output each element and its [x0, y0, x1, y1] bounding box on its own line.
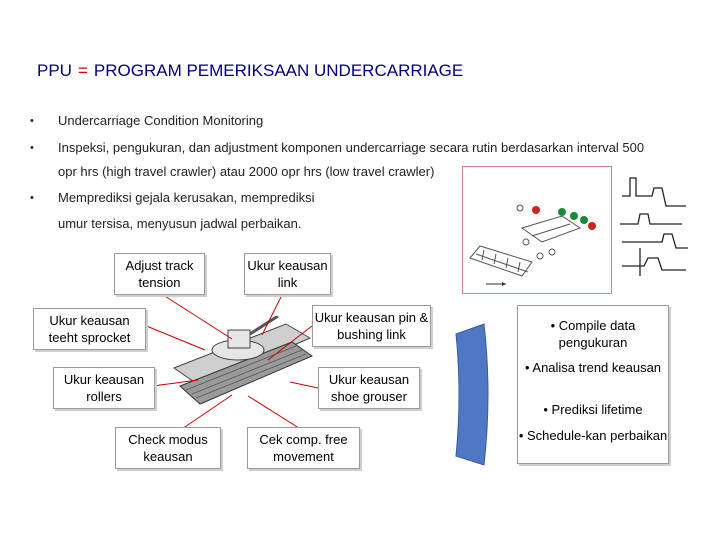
- sprocket-wear-label: Ukur keausan teeht sprocket: [48, 313, 131, 345]
- link-wear-box: Ukur keausan link: [244, 253, 331, 295]
- output-item-2: • Analisa trend keausan: [524, 360, 662, 375]
- arrow-shape: [455, 323, 489, 466]
- free-movement-box: Cek comp. free movement: [247, 427, 360, 469]
- output-item-3: • Prediksi lifetime: [543, 402, 643, 417]
- title-text: PROGRAM PEMERIKSAAN UNDERCARRIAGE: [93, 61, 464, 80]
- adjust-track-label: Adjust track tension: [125, 258, 194, 290]
- check-modus-label: Check modus keausan: [128, 432, 208, 464]
- title-abbr: PPU: [37, 61, 72, 80]
- rollers-wear-label: Ukur keausan rollers: [63, 372, 145, 404]
- component-drawing-image: [462, 166, 688, 294]
- bullet-3-line1: Memprediksi gejala kerusakan, memprediks…: [58, 190, 315, 205]
- bullet-marker: •: [30, 142, 34, 154]
- bullet-1: Undercarriage Condition Monitoring: [58, 113, 264, 128]
- free-movement-label: Cek comp. free movement: [259, 432, 348, 464]
- link-wear-label: Ukur keausan link: [247, 258, 328, 290]
- bullet-marker: •: [30, 115, 34, 127]
- page-title: PPU = PROGRAM PEMERIKSAAN UNDERCARRIAGE: [37, 61, 463, 81]
- title-equals: =: [77, 61, 88, 80]
- bullet-3-line2: umur tersisa, menyusun jadwal perbaikan.: [58, 216, 302, 231]
- grouser-wear-label: Ukur keausan shoe grouser: [328, 372, 410, 404]
- check-modus-box: Check modus keausan: [115, 427, 221, 469]
- output-item-1: • Compile data pengukuran: [550, 318, 636, 350]
- bullet-2-line2: opr hrs (high travel crawler) atau 2000 …: [58, 164, 435, 179]
- bullet-marker: •: [30, 192, 34, 204]
- bullet-2-line1: Inspeksi, pengukuran, dan adjustment kom…: [58, 140, 645, 155]
- pin-bushing-box: Ukur keausan pin & bushing link: [312, 305, 431, 347]
- rollers-wear-box: Ukur keausan rollers: [53, 367, 155, 409]
- pin-bushing-label: Ukur keausan pin & bushing link: [314, 310, 429, 342]
- output-item-4: • Schedule-kan perbaikan: [518, 428, 668, 443]
- adjust-track-box: Adjust track tension: [114, 253, 205, 295]
- track-excavator-image: [172, 316, 314, 405]
- output-list-box: • Compile data pengukuran • Analisa tren…: [517, 305, 669, 464]
- grouser-wear-box: Ukur keausan shoe grouser: [318, 367, 420, 409]
- sprocket-wear-box: Ukur keausan teeht sprocket: [33, 308, 146, 350]
